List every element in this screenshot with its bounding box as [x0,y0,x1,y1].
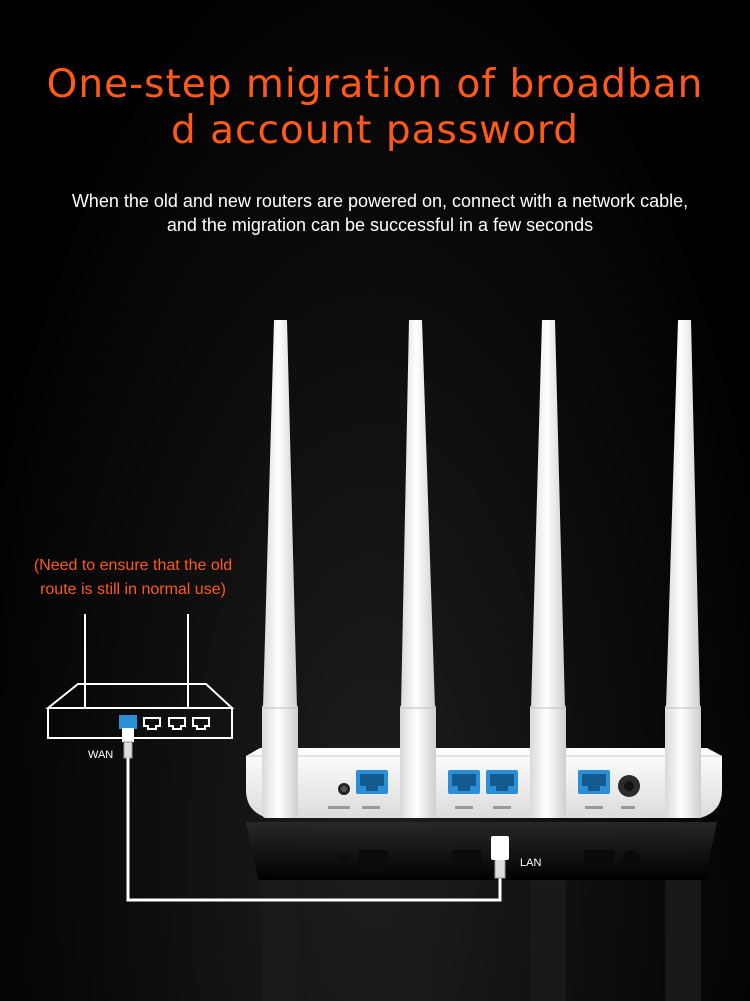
headline-line-2: d account password [170,108,580,153]
antenna-base [530,704,566,818]
lan-port-icon [168,717,186,730]
wan-port-icon [578,770,610,794]
network-cable [122,728,509,902]
old-router-note: (Need to ensure that the old route is st… [18,554,248,602]
lan-port-icon [143,717,161,730]
lan-port-icon [356,770,388,794]
old-router [45,614,235,739]
wan-label: WAN [88,749,114,761]
note-line-2: route is still in normal use) [40,581,226,598]
antenna-icon [531,320,565,708]
lan-label: LAN [520,857,542,869]
antenna-icon [263,320,297,708]
power-jack-icon [618,775,640,797]
antenna-icon [401,320,435,708]
wan-port-icon [119,715,137,729]
description-line-2: and the migration can be successful in a… [166,215,594,235]
lan-port-icon [448,770,480,794]
note-line-1: (Need to ensure that the old [33,557,233,574]
lan-port-icon [486,770,518,794]
headline: One-step migration of broadban d account… [0,62,750,154]
lan-port-icon [192,717,210,730]
antenna-base [262,704,298,818]
headline-line-1: One-step migration of broadban [46,62,704,107]
antenna-base [400,704,436,818]
description-line-1: When the old and new routers are powered… [71,191,689,211]
antenna-icon [666,320,700,708]
antenna-base [665,704,701,818]
router-reflection [246,822,717,1001]
new-router [246,320,722,818]
description: When the old and new routers are powered… [0,189,750,237]
